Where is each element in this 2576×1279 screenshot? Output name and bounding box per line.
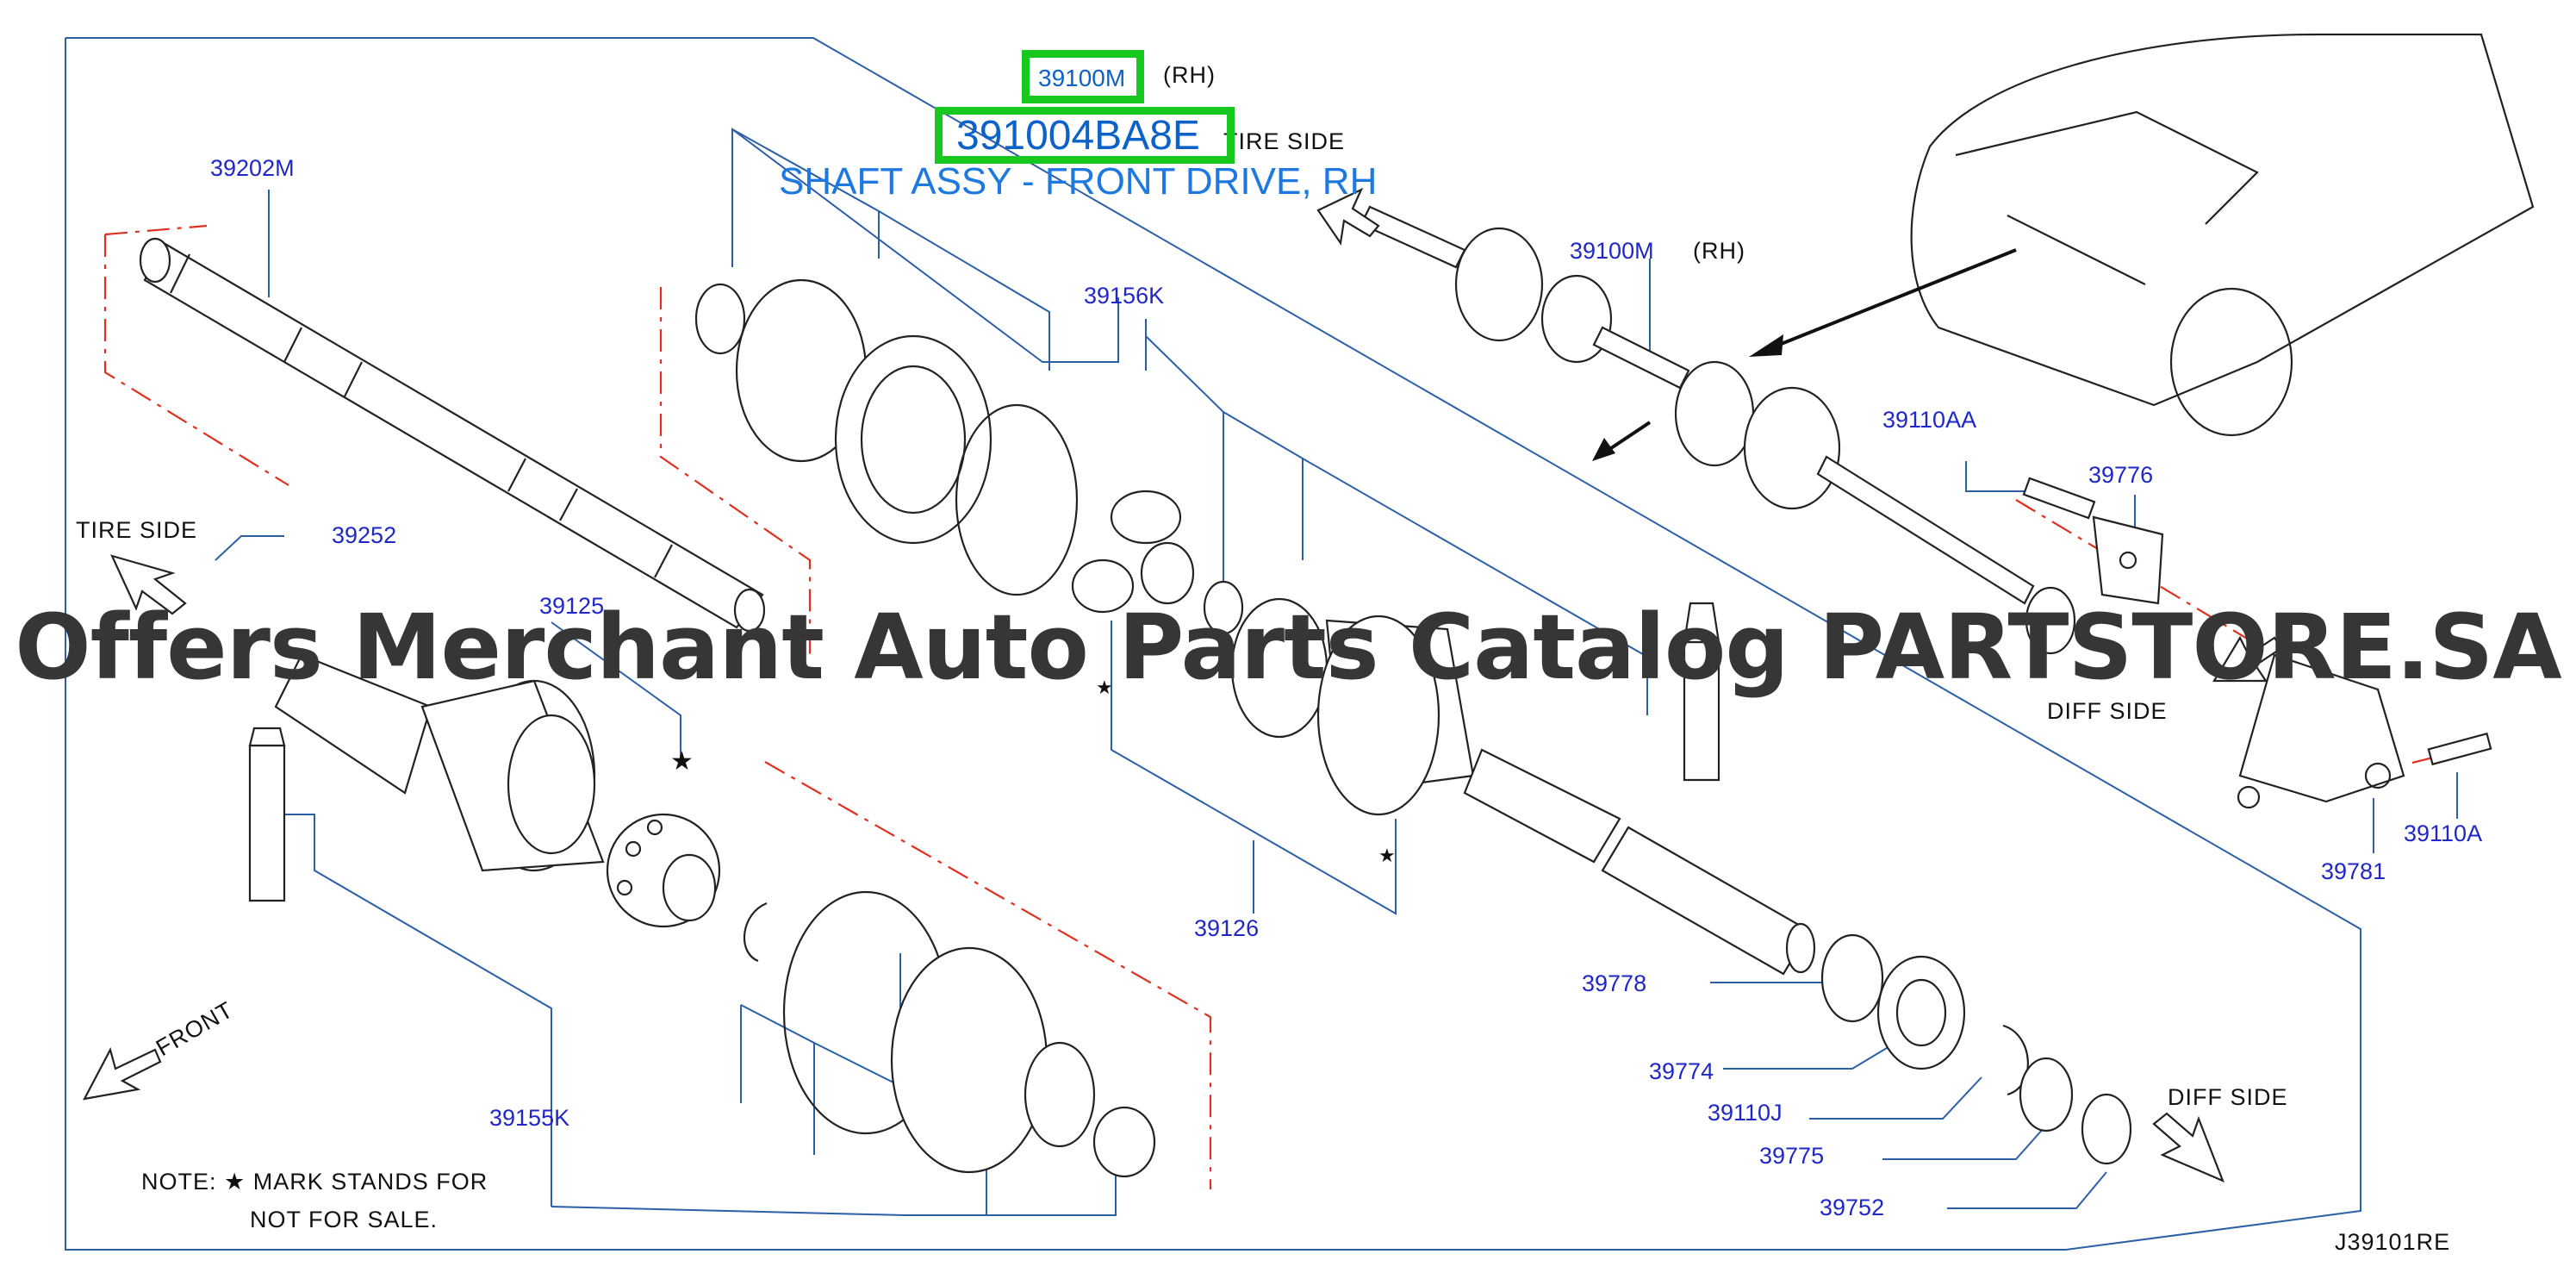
seal-39778 <box>1820 933 1884 1023</box>
retainer-39775 <box>2019 1057 2074 1132</box>
note-line-2: NOT FOR SALE. <box>250 1207 438 1232</box>
outboard-joint-39125 <box>274 653 605 872</box>
diagram-id: J39101RE <box>2335 1229 2450 1255</box>
diff-side-label-bottom: DIFF SIDE <box>2168 1084 2288 1110</box>
leader-lines <box>215 128 2458 1216</box>
callout-39774[interactable]: 39774 <box>1649 1058 1714 1084</box>
diagram-frame <box>65 37 2361 1251</box>
tire-side-arrow-icon <box>1316 187 1380 246</box>
note-line-1: NOTE: ★ MARK STANDS FOR <box>141 1169 488 1195</box>
vehicle-outline <box>1910 33 2535 437</box>
callout-39775[interactable]: 39775 <box>1759 1143 1824 1169</box>
callout-39110AA[interactable]: 39110AA <box>1882 407 1976 433</box>
callout-39156K[interactable]: 39156K <box>1084 283 1164 309</box>
alignment-line-lower <box>764 761 1212 1189</box>
callout-39100M[interactable]: 39100M <box>1570 238 1654 264</box>
ref-code-text: 39100M <box>1038 65 1126 91</box>
bracket-39776 <box>2092 515 2164 605</box>
inner-shaft-39202M <box>139 237 766 633</box>
callout-39125[interactable]: 39125 <box>539 593 604 619</box>
grease-tube-left <box>248 727 286 902</box>
diff-side-arrow-icon-bottom <box>2152 1112 2224 1183</box>
rh-label-top: (RH) <box>1163 62 1216 88</box>
callout-39778[interactable]: 39778 <box>1582 970 1646 996</box>
inner-housing-39126 <box>1316 615 1816 976</box>
boot-band <box>955 403 1079 596</box>
bolt-39110AA <box>2022 477 2096 520</box>
alignment-line-middle <box>659 287 812 655</box>
callout-39155K[interactable]: 39155K <box>489 1105 569 1131</box>
bolt-39110A <box>2427 732 2492 766</box>
drive-shaft-39100M <box>1360 205 2076 655</box>
watermark: Offers Merchant Auto Parts Catalog PARTS… <box>15 595 2562 700</box>
snap-ring-39110J <box>2002 1024 2029 1096</box>
bearing-bore <box>1895 978 1947 1047</box>
location-arrow <box>1757 248 2017 355</box>
boot-outer <box>890 946 1156 1178</box>
ref-code-highlight[interactable]: 39100M <box>1022 50 1144 103</box>
snap-ring-small <box>1203 580 1244 635</box>
seal-39752 <box>2081 1093 2132 1165</box>
part-number-text: 391004BA8E <box>956 113 1200 159</box>
callout-39781[interactable]: 39781 <box>2321 858 2386 884</box>
part-name-title: SHAFT ASSY - FRONT DRIVE, RH <box>779 160 1378 203</box>
alignment-line <box>104 224 208 236</box>
not-for-sale-star: ★ <box>1096 677 1113 698</box>
bracket-39781 <box>2237 653 2405 809</box>
arrowhead <box>1749 334 1783 357</box>
not-for-sale-star: ★ <box>1378 845 1396 866</box>
alignment-line-left-shaft <box>103 234 289 486</box>
tire-side-label-top: TIRE SIDE <box>1223 128 1345 154</box>
inner-race-39155K <box>606 813 721 928</box>
callout-39202M[interactable]: 39202M <box>210 155 295 181</box>
inner-boot-39156K <box>735 278 992 545</box>
rh-label: (RH) <box>1693 238 1745 264</box>
callout-39752[interactable]: 39752 <box>1820 1195 1884 1220</box>
callout-39252[interactable]: 39252 <box>332 522 396 548</box>
callout-39776[interactable]: 39776 <box>2088 462 2153 488</box>
tire-side-arrow-icon-left <box>110 554 187 615</box>
boot-band-small <box>694 283 746 355</box>
callout-39110J[interactable]: 39110J <box>1708 1100 1783 1126</box>
front-arrow-icon <box>82 1047 162 1101</box>
diff-side-label-right: DIFF SIDE <box>2047 698 2168 724</box>
not-for-sale-star: ★ <box>670 747 694 776</box>
arrowhead <box>1592 438 1615 461</box>
callout-39110A[interactable]: 39110A <box>2404 820 2482 846</box>
grease-tube-right <box>1683 602 1720 782</box>
front-label: FRONT <box>152 996 238 1061</box>
tripod-joint <box>1071 490 1195 614</box>
part-number-highlight[interactable]: 391004BA8E <box>935 107 1235 164</box>
tire-side-label-left: TIRE SIDE <box>76 517 197 543</box>
alignment-line-right <box>2015 499 2275 656</box>
snap-ring <box>743 902 768 963</box>
callout-39126[interactable]: 39126 <box>1194 915 1259 941</box>
diff-side-arrow-icon-right <box>2212 635 2283 683</box>
